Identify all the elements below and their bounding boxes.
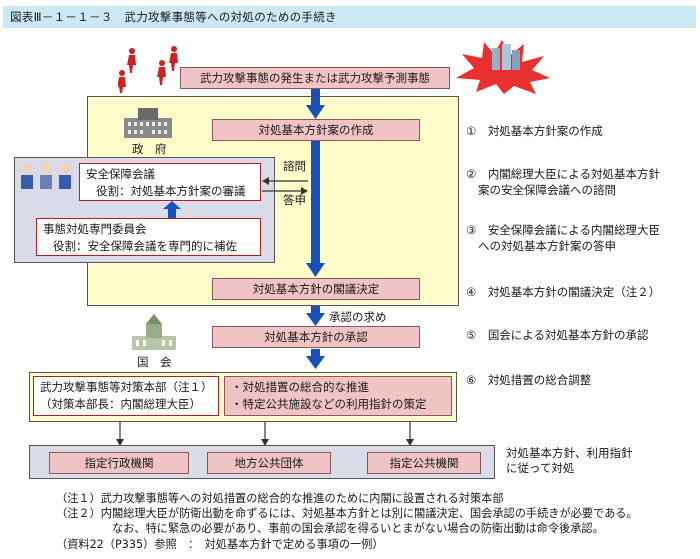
- diet-label: 国 会: [137, 355, 172, 369]
- committee-box: 事態対処専門委員会 役割：安全保障会議を専門的に補佐: [36, 218, 261, 256]
- hq-name: 武力攻撃事態等対策本部（注１）: [40, 380, 213, 394]
- request-arrow: [306, 306, 325, 326]
- hq-to-orgs-connector: [116, 422, 414, 446]
- explosion-icon: [456, 40, 550, 94]
- note-2: （注２）内閣総理大臣が防衛出動を命ずるには、対処基本方針とは別に閣議決定、国会承…: [56, 507, 638, 520]
- follow-guidelines-label: 対処基本方針、利用指針 に従って対処: [506, 446, 633, 476]
- nsc-role: 役割：対処基本方針案の審議: [96, 184, 246, 198]
- soldiers-icon: [118, 46, 178, 93]
- note-2-continued: なお、特に緊急の必要があり、事前の国会承認を得るいとまがない場合の防衛出動は命令…: [112, 522, 604, 535]
- step-2: ② 内閣総理大臣による対処基本方針 案の安全保障会議への諮問: [466, 167, 660, 197]
- step-5: ⑤ 国会による対処基本方針の承認: [466, 328, 649, 342]
- follow-line-2: に従って対処: [506, 461, 575, 475]
- note-1: （注１）武力攻撃事態等への対処措置の総合的な推進のために内閣に設置される対策本部: [56, 492, 504, 505]
- report-arrow: [262, 187, 308, 195]
- government-label: 政 府: [132, 142, 167, 156]
- figure-title: 図表Ⅲ－１－１－３ 武力攻撃事態等への対処のための手続き: [10, 10, 337, 24]
- hq-task-1: ・対処措置の総合的な推進: [231, 380, 369, 394]
- draft-to-decision-arrow: [306, 141, 325, 277]
- start-arrow: [306, 89, 325, 119]
- hq-chief: （対策本部長：内閣総理大臣）: [40, 397, 201, 411]
- title-bar: [3, 6, 696, 28]
- diet-building-icon: [132, 314, 176, 350]
- designated-public-org-box: 指定公共機関: [367, 452, 481, 474]
- government-building-icon: [124, 108, 172, 138]
- approval-to-hq-arrow: [306, 349, 325, 369]
- draft-policy-box: 対処基本方針案の作成: [212, 119, 420, 141]
- hq-task-2: ・特定公共施設などの利用指針の策定: [231, 397, 427, 411]
- designated-admin-org-box: 指定行政機関: [49, 452, 189, 474]
- request-label: 承認の求め: [329, 310, 387, 324]
- attack-situation-box: 武力攻撃事態の発生または武力攻撃予測事態: [180, 67, 450, 89]
- inquiry-arrow: [262, 177, 308, 185]
- approval-box: 対処基本方針の承認: [212, 326, 420, 348]
- committee-role: 役割：安全保障会議を専門的に補佐: [53, 239, 237, 253]
- council-members-icon: [21, 164, 71, 189]
- follow-line-1: 対処基本方針、利用指針: [506, 446, 633, 460]
- cabinet-decision-box: 対処基本方針の閣議決定: [212, 278, 420, 300]
- step-6: ⑥ 対処措置の総合調整: [466, 373, 592, 387]
- inquiry-label: 諮問: [283, 159, 306, 173]
- local-government-box: 地方公共団体: [207, 452, 331, 474]
- hq-tasks-box: ・対処措置の総合的な推進 ・特定公共施設などの利用指針の策定: [224, 376, 452, 416]
- support-arrow: [163, 201, 181, 218]
- reference-note: （資料22（P335）参照 ： 対処基本方針で定める事項の一例）: [56, 538, 384, 551]
- nsc-box: 安全保障会議 役割：対処基本方針案の審議: [79, 163, 261, 201]
- step-3: ③ 安全保障会議による内閣総理大臣 への対処基本方針案の答申: [466, 223, 660, 253]
- nsc-name: 安全保障会議: [86, 167, 155, 181]
- hq-name-box: 武力攻撃事態等対策本部（注１） （対策本部長：内閣総理大臣）: [33, 376, 219, 416]
- committee-name: 事態対処専門委員会: [43, 222, 147, 236]
- step-1: ① 対処基本方針案の作成: [466, 124, 603, 138]
- report-label: 答申: [283, 193, 306, 207]
- step-4: ④ 対処基本方針の閣議決定（注２）: [466, 285, 661, 299]
